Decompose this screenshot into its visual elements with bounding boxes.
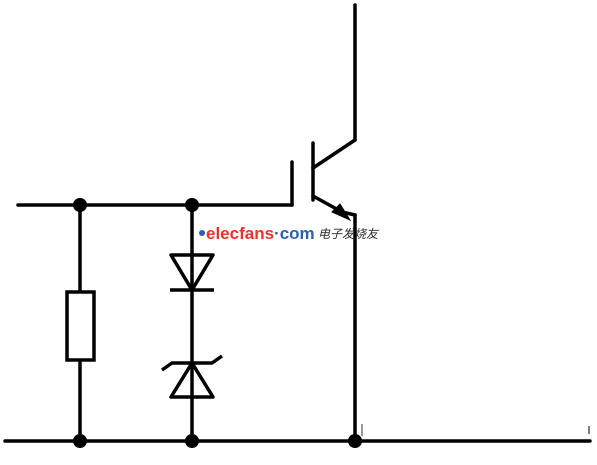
junction-ground-resistor (73, 434, 87, 448)
zener-lower (160, 354, 224, 399)
diode-upper (169, 253, 215, 292)
igbt (290, 138, 357, 217)
watermark-brand-prefix: elecfans (206, 224, 274, 243)
junction-ground-emitter (348, 434, 362, 448)
watermark-logo-dot (199, 230, 205, 236)
resistor (65, 290, 96, 362)
watermark-tagline: 电子发烧友 (318, 227, 380, 241)
wires (3, 3, 592, 443)
junction-input-resistor (73, 198, 87, 212)
igbt-collector-lead (311, 138, 357, 170)
zener-lower-triangle (169, 361, 215, 399)
watermark-brand-suffix: ·com (274, 224, 315, 243)
igbt-emitter-arrow (331, 203, 352, 222)
junction-ground-diode (185, 434, 199, 448)
watermark-brand: elecfans·com (206, 224, 315, 243)
junctions (73, 198, 362, 448)
zener-lower-cathode-bar (160, 354, 224, 372)
elecfans-watermark: elecfans·com 电子发烧友 (199, 224, 380, 243)
diode-upper-triangle (169, 253, 215, 292)
junction-input-diode (185, 198, 199, 212)
